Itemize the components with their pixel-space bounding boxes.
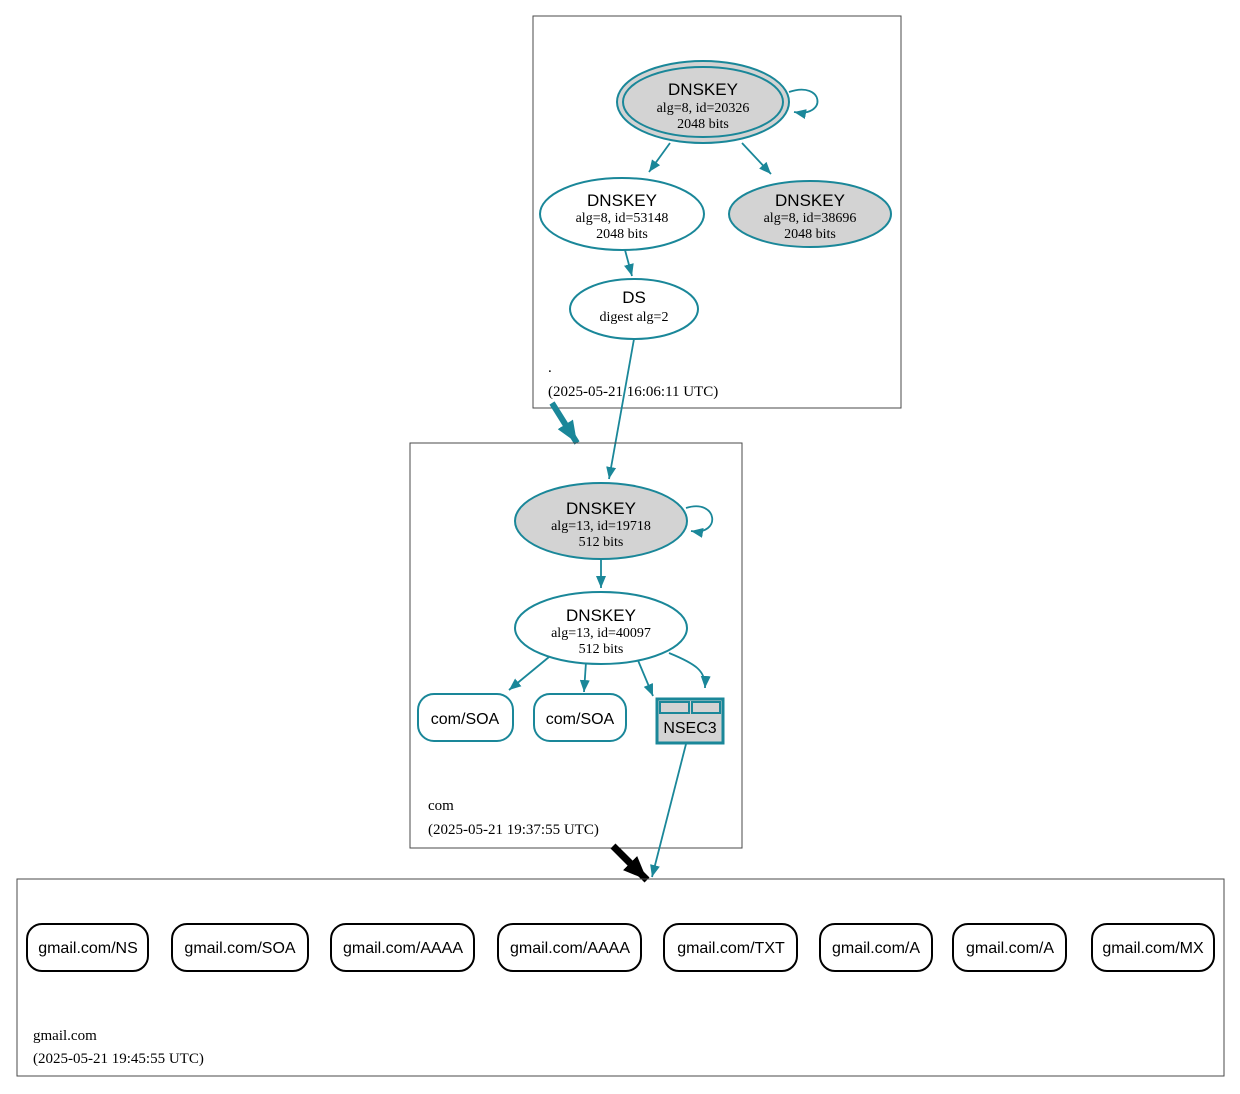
node-detail: alg=13, id=19718 bbox=[551, 519, 651, 534]
edge-com-zsk-to-nsec3-right bbox=[668, 652, 711, 689]
node-title: DNSKEY bbox=[668, 80, 738, 99]
node-nsec3-cell-right bbox=[691, 701, 721, 714]
zone-com: com (2025-05-21 19:37:55 UTC) bbox=[409, 442, 743, 849]
node-title: DNSKEY bbox=[566, 499, 636, 518]
edge-root-zsk-to-ds bbox=[624, 249, 634, 277]
record-label: gmail.com/A bbox=[966, 940, 1054, 957]
node-gmail-ns[interactable]: gmail.com/NS bbox=[26, 923, 149, 972]
record-rect bbox=[1091, 923, 1215, 972]
node-root-ds-ellipse bbox=[569, 278, 699, 340]
node-title: DNSKEY bbox=[587, 191, 657, 210]
node-root-ds[interactable]: DS digest alg=2 bbox=[569, 278, 699, 340]
node-detail: 512 bits bbox=[579, 535, 624, 550]
record-rect bbox=[952, 923, 1067, 972]
node-com-dnskey-19718[interactable]: DNSKEY alg=13, id=19718 512 bits bbox=[514, 482, 688, 560]
edge-root-ksk-to-key3 bbox=[741, 142, 772, 175]
edge-com-zsk-to-nsec3-left bbox=[636, 657, 654, 697]
record-label: gmail.com/TXT bbox=[677, 940, 785, 957]
node-label: NSEC3 bbox=[663, 720, 716, 737]
zone-com-timestamp: (2025-05-21 19:37:55 UTC) bbox=[428, 822, 599, 838]
zone-gmail-label: gmail.com bbox=[33, 1028, 97, 1044]
node-detail: 2048 bits bbox=[677, 117, 729, 132]
node-com-nsec3[interactable]: NSEC3 bbox=[655, 697, 725, 745]
node-detail: digest alg=2 bbox=[600, 310, 669, 325]
node-detail: alg=8, id=38696 bbox=[764, 211, 857, 226]
node-com-soa-2-rect bbox=[533, 693, 627, 742]
node-gmail-soa[interactable]: gmail.com/SOA bbox=[171, 923, 309, 972]
edges-com-zone bbox=[508, 505, 714, 883]
node-detail: 2048 bits bbox=[784, 227, 836, 242]
node-gmail-aaaa-1[interactable]: gmail.com/AAAA bbox=[330, 923, 475, 972]
record-label: gmail.com/AAAA bbox=[510, 940, 630, 957]
record-label: gmail.com/AAAA bbox=[343, 940, 463, 957]
node-label: com/SOA bbox=[431, 711, 500, 728]
record-rect bbox=[330, 923, 475, 972]
node-root-dnskey-53148-ellipse bbox=[539, 177, 705, 251]
node-nsec3-cell-left bbox=[659, 701, 690, 714]
node-detail: alg=8, id=53148 bbox=[576, 211, 669, 226]
record-rect bbox=[663, 923, 798, 972]
node-title: DS bbox=[622, 288, 646, 307]
edge-com-to-gmail-delegation bbox=[610, 843, 650, 883]
edge-com-zsk-to-soa2 bbox=[579, 661, 590, 693]
edge-nsec3-to-gmail bbox=[650, 743, 687, 878]
record-label: gmail.com/MX bbox=[1102, 940, 1204, 957]
record-label: gmail.com/NS bbox=[38, 940, 138, 957]
edge-root-to-com-delegation bbox=[549, 401, 580, 445]
node-title: DNSKEY bbox=[775, 191, 845, 210]
zone-root-timestamp: (2025-05-21 16:06:11 UTC) bbox=[548, 384, 718, 400]
node-com-soa-2[interactable]: com/SOA bbox=[533, 693, 627, 742]
record-rect bbox=[26, 923, 149, 972]
node-gmail-mx[interactable]: gmail.com/MX bbox=[1091, 923, 1215, 972]
record-label: gmail.com/A bbox=[832, 940, 920, 957]
edge-root-ksk-to-zsk bbox=[648, 142, 671, 173]
zone-com-label: com bbox=[428, 798, 454, 814]
node-gmail-aaaa-2[interactable]: gmail.com/AAAA bbox=[497, 923, 642, 972]
node-detail: alg=8, id=20326 bbox=[657, 101, 750, 116]
zone-com-border bbox=[409, 442, 743, 849]
zone-root-label: . bbox=[548, 360, 552, 376]
node-com-soa-1[interactable]: com/SOA bbox=[417, 693, 514, 742]
node-com-dnskey-19718-ellipse bbox=[514, 482, 688, 560]
zone-root-border bbox=[532, 15, 902, 409]
node-title: DNSKEY bbox=[566, 606, 636, 625]
edge-com-zsk-to-soa1 bbox=[508, 656, 550, 691]
node-root-dnskey-53148[interactable]: DNSKEY alg=8, id=53148 2048 bits bbox=[539, 177, 705, 251]
node-gmail-a-1[interactable]: gmail.com/A bbox=[819, 923, 933, 972]
node-root-dnskey-38696-ellipse bbox=[728, 180, 892, 248]
edge-root-ksk-selfloop bbox=[788, 88, 819, 119]
node-com-dnskey-40097-ellipse bbox=[514, 591, 688, 665]
node-detail: alg=13, id=40097 bbox=[551, 626, 651, 641]
node-detail: 2048 bits bbox=[596, 227, 648, 242]
node-gmail-a-2[interactable]: gmail.com/A bbox=[952, 923, 1067, 972]
zone-gmail-timestamp: (2025-05-21 19:45:55 UTC) bbox=[33, 1051, 204, 1067]
zone-root: . (2025-05-21 16:06:11 UTC) bbox=[532, 15, 902, 409]
node-root-dnskey-20326[interactable]: DNSKEY alg=8, id=20326 2048 bits bbox=[616, 60, 790, 144]
zone-gmail-border bbox=[16, 878, 1225, 1077]
node-root-dnskey-38696[interactable]: DNSKEY alg=8, id=38696 2048 bits bbox=[728, 180, 892, 248]
edges-root-zone bbox=[549, 88, 819, 480]
zone-gmail: gmail.com (2025-05-21 19:45:55 UTC) bbox=[16, 878, 1225, 1077]
record-label: gmail.com/SOA bbox=[184, 940, 295, 957]
node-com-dnskey-40097[interactable]: DNSKEY alg=13, id=40097 512 bits bbox=[514, 591, 688, 665]
node-label: com/SOA bbox=[546, 711, 615, 728]
record-rect bbox=[497, 923, 642, 972]
edge-com-ksk-selfloop bbox=[685, 505, 714, 538]
node-gmail-txt[interactable]: gmail.com/TXT bbox=[663, 923, 798, 972]
record-rect bbox=[819, 923, 933, 972]
edge-ds-to-com-ksk bbox=[606, 338, 635, 480]
record-rect bbox=[171, 923, 309, 972]
node-root-dnskey-20326-inner bbox=[622, 66, 784, 138]
node-detail: 512 bits bbox=[579, 642, 624, 657]
node-com-soa-1-rect bbox=[417, 693, 514, 742]
